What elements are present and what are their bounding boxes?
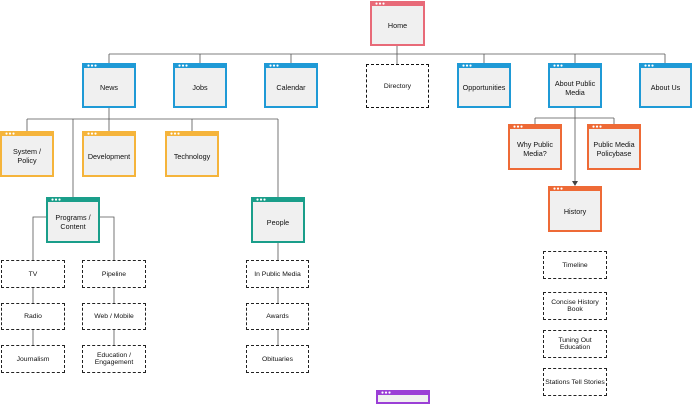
window-dots-icon: ●●● xyxy=(87,131,98,137)
tuning-out-education-label: Tuning Out Education xyxy=(558,337,592,351)
window-bar xyxy=(264,63,318,68)
window-dots-icon: ●●● xyxy=(170,131,181,137)
in-public-media-node[interactable]: In Public Media xyxy=(246,260,309,288)
window-bar xyxy=(251,197,305,202)
directory-label: Directory xyxy=(383,82,412,90)
why-public-media-node[interactable]: ●●● Why Public Media? xyxy=(508,124,562,170)
window-dots-icon: ●●● xyxy=(381,390,392,396)
window-bar xyxy=(548,186,602,191)
journalism-node[interactable]: Journalism xyxy=(1,345,65,373)
timeline-node[interactable]: Timeline xyxy=(543,251,607,279)
window-bar xyxy=(82,131,136,136)
window-dots-icon: ●●● xyxy=(462,63,473,69)
awards-node[interactable]: Awards xyxy=(246,303,309,330)
window-bar xyxy=(587,124,641,129)
window-bar xyxy=(165,131,219,136)
bottom-partial-node[interactable]: ●●● xyxy=(376,390,430,404)
window-bar xyxy=(639,63,692,68)
why-public-media-label: Why Public Media? xyxy=(517,140,553,158)
radio-label: Radio xyxy=(24,313,42,320)
history-label: History xyxy=(563,206,587,216)
window-dots-icon: ●●● xyxy=(51,197,62,203)
window-dots-icon: ●●● xyxy=(269,63,280,69)
programs-content-node[interactable]: ●●● Programs / Content xyxy=(46,197,100,243)
about-us-node[interactable]: ●●● About Us xyxy=(639,63,692,108)
jobs-node[interactable]: ●●● Jobs xyxy=(173,63,227,108)
education-engagement-node[interactable]: Education / Engagement xyxy=(82,345,146,373)
about-public-media-node[interactable]: ●●● About Public Media xyxy=(548,63,602,108)
system-policy-label: System / Policy xyxy=(13,147,41,165)
window-dots-icon: ●●● xyxy=(375,1,386,7)
tuning-out-education-node[interactable]: Tuning Out Education xyxy=(543,330,607,358)
education-engagement-label: Education / Engagement xyxy=(94,352,134,366)
development-node[interactable]: ●●● Development xyxy=(82,131,136,177)
window-dots-icon: ●●● xyxy=(553,63,564,69)
radio-node[interactable]: Radio xyxy=(1,303,65,330)
window-bar xyxy=(548,63,602,68)
concise-history-book-label: Concise History Book xyxy=(551,299,599,313)
home-label: Home xyxy=(387,21,408,30)
development-label: Development xyxy=(87,151,131,161)
people-label: People xyxy=(266,217,290,227)
pipeline-label: Pipeline xyxy=(101,270,127,278)
obituaries-label: Obituaries xyxy=(262,355,293,363)
tv-node[interactable]: TV xyxy=(1,260,65,288)
news-label: News xyxy=(100,83,118,92)
jobs-label: Jobs xyxy=(192,83,208,92)
window-bar xyxy=(457,63,511,68)
calendar-label: Calendar xyxy=(276,83,306,92)
window-bar xyxy=(173,63,227,68)
obituaries-node[interactable]: Obituaries xyxy=(246,345,309,373)
journalism-label: Journalism xyxy=(16,355,50,363)
window-dots-icon: ●●● xyxy=(87,63,98,69)
awards-label: Awards xyxy=(266,313,289,320)
concise-history-book-node[interactable]: Concise History Book xyxy=(543,292,607,320)
timeline-label: Timeline xyxy=(562,261,588,269)
tv-label: TV xyxy=(28,270,38,278)
technology-label: Technology xyxy=(173,151,211,161)
home-node[interactable]: ●●● Home xyxy=(370,1,425,46)
window-bar xyxy=(370,1,425,6)
window-dots-icon: ●●● xyxy=(553,186,564,192)
window-dots-icon: ●●● xyxy=(513,124,524,130)
window-dots-icon: ●●● xyxy=(178,63,189,69)
stations-tell-stories-node[interactable]: Stations Tell Stories xyxy=(543,368,607,396)
pipeline-node[interactable]: Pipeline xyxy=(82,260,146,288)
window-dots-icon: ●●● xyxy=(644,63,655,69)
window-bar xyxy=(82,63,136,68)
news-node[interactable]: ●●● News xyxy=(82,63,136,108)
public-media-policybase-node[interactable]: ●●● Public Media Policybase xyxy=(587,124,641,170)
window-dots-icon: ●●● xyxy=(5,131,16,137)
window-dots-icon: ●●● xyxy=(256,197,267,203)
technology-node[interactable]: ●●● Technology xyxy=(165,131,219,177)
system-policy-node[interactable]: ●●● System / Policy xyxy=(0,131,54,177)
window-dots-icon: ●●● xyxy=(592,124,603,130)
in-public-media-label: In Public Media xyxy=(254,270,301,278)
people-node[interactable]: ●●● People xyxy=(251,197,305,243)
web-mobile-label: Web / Mobile xyxy=(94,313,134,320)
window-bar xyxy=(46,197,100,202)
window-bar xyxy=(0,131,54,136)
calendar-node[interactable]: ●●● Calendar xyxy=(264,63,318,108)
window-bar xyxy=(376,390,430,395)
opportunities-node[interactable]: ●●● Opportunities xyxy=(457,63,511,108)
public-media-policybase-label: Public Media Policybase xyxy=(593,140,635,158)
directory-node[interactable]: Directory xyxy=(366,64,429,108)
web-mobile-node[interactable]: Web / Mobile xyxy=(82,303,146,330)
window-bar xyxy=(508,124,562,129)
about-us-label: About Us xyxy=(650,83,681,92)
history-node[interactable]: ●●● History xyxy=(548,186,602,232)
opportunities-label: Opportunities xyxy=(462,83,506,92)
about-public-media-label: About Public Media xyxy=(554,78,596,97)
programs-content-label: Programs / Content xyxy=(55,213,91,231)
stations-tell-stories-label: Stations Tell Stories xyxy=(545,378,605,386)
